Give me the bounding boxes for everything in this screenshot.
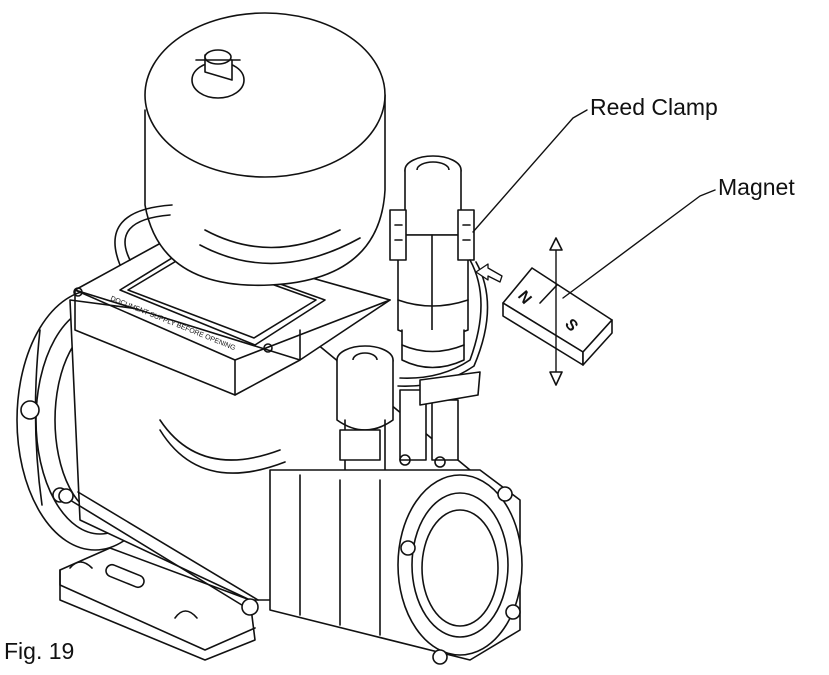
- backflow-assembly-drawing: DOCUMENT SUPPLY BEFORE OPENING: [16, 12, 523, 665]
- magnet-drawing: N S: [475, 237, 613, 386]
- down-arrow-icon: [549, 371, 563, 386]
- bladder-tank: [144, 12, 386, 287]
- reed-switch-assembly: [389, 155, 489, 406]
- relief-valve-fittings: [339, 389, 459, 468]
- magnet-leader-line: [562, 189, 716, 299]
- magnet-label: Magnet: [718, 174, 795, 200]
- right-valve-body: [269, 469, 523, 665]
- magnet-end-face: [582, 319, 613, 366]
- reed-clamp-label: Reed Clamp: [590, 94, 718, 120]
- up-arrow-icon: [549, 237, 563, 251]
- left-arrow-icon: [475, 263, 503, 283]
- figure-caption: Fig. 19: [4, 638, 75, 664]
- mounting-bracket: [58, 488, 259, 661]
- reed-clamp-leader-line: [472, 109, 588, 233]
- sensing-hose: [114, 204, 286, 474]
